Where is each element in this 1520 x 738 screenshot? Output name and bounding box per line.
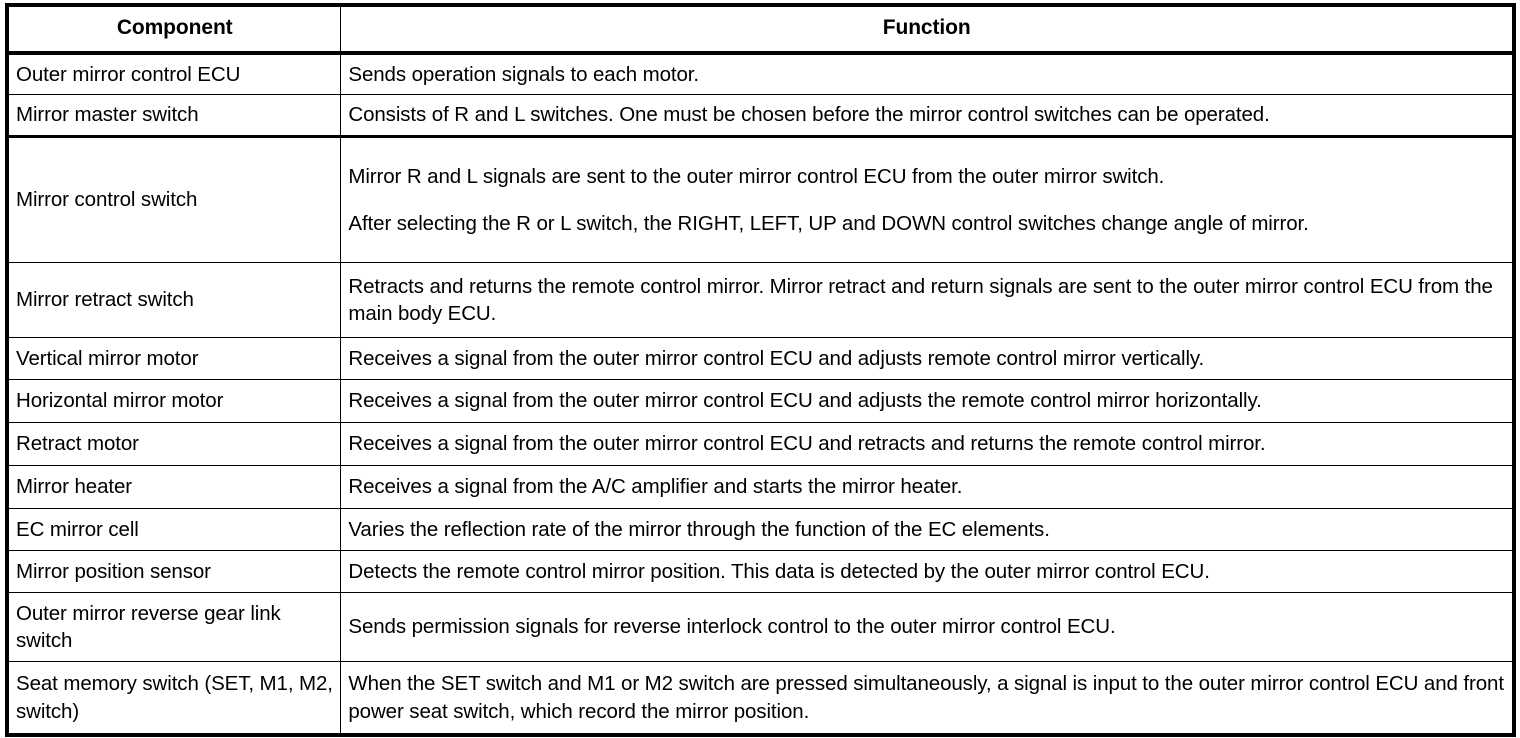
cell-function: Receives a signal from the outer mirror … — [340, 379, 1515, 423]
function-paragraph: Mirror R and L signals are sent to the o… — [348, 164, 1165, 188]
cell-function: Mirror R and L signals are sent to the o… — [340, 136, 1515, 263]
cell-function: Detects the remote control mirror positi… — [340, 550, 1515, 593]
column-header-component: Component — [6, 4, 342, 55]
function-paragraph: After selecting the R or L switch, the R… — [348, 212, 1309, 235]
function-paragraph: Sends permission signals for reverse int… — [348, 615, 1116, 639]
function-paragraph: Receives a signal from the A/C amplifier… — [348, 475, 963, 499]
table-row: Retract motor Receives a signal from the… — [6, 422, 1515, 466]
table-row: Seat memory switch (SET, M1, M2, switch)… — [6, 661, 1515, 736]
table-row: Mirror position sensor Detects the remot… — [6, 550, 1515, 593]
cell-component: Mirror control switch — [6, 136, 342, 263]
cell-component: Mirror retract switch — [6, 262, 342, 338]
table-row: Mirror heater Receives a signal from the… — [6, 465, 1515, 509]
table-header-row: Component Function — [6, 4, 1515, 55]
cell-component: Retract motor — [6, 422, 342, 466]
cell-function: Retracts and returns the remote control … — [340, 262, 1515, 338]
function-paragraph: Consists of R and L switches. One must b… — [348, 103, 1270, 127]
table-row: Horizontal mirror motor Receives a signa… — [6, 379, 1515, 423]
function-paragraph: Detects the remote control mirror positi… — [348, 559, 1210, 583]
table-body: Outer mirror control ECU Sends operation… — [6, 52, 1515, 736]
table-row: Mirror master switch Consists of R and L… — [6, 94, 1515, 138]
cell-component: Horizontal mirror motor — [6, 379, 342, 423]
cell-function: Varies the reflection rate of the mirror… — [340, 508, 1515, 551]
table-row: EC mirror cell Varies the reflection rat… — [6, 508, 1515, 551]
column-header-function: Function — [340, 4, 1515, 55]
function-paragraph: Receives a signal from the outer mirror … — [348, 432, 1266, 456]
component-function-table: Component Function Outer mirror control … — [5, 3, 1516, 737]
cell-function: Receives a signal from the outer mirror … — [340, 422, 1515, 466]
function-paragraph: Receives a signal from the outer mirror … — [348, 389, 1262, 413]
cell-function: When the SET switch and M1 or M2 switch … — [340, 661, 1515, 736]
cell-component: Outer mirror reverse gear link switch — [6, 592, 342, 662]
cell-function: Consists of R and L switches. One must b… — [340, 94, 1515, 138]
function-paragraph: Varies the reflection rate of the mirror… — [348, 517, 1050, 541]
table-row: Mirror control switch Mirror R and L sig… — [6, 136, 1515, 263]
cell-function: Receives a signal from the outer mirror … — [340, 337, 1515, 380]
cell-component: Mirror master switch — [6, 94, 342, 138]
table-row: Outer mirror reverse gear link switch Se… — [6, 592, 1515, 662]
function-paragraph: When the SET switch and M1 or M2 switch … — [348, 672, 1504, 723]
cell-function: Receives a signal from the A/C amplifier… — [340, 465, 1515, 509]
table-row: Mirror retract switch Retracts and retur… — [6, 262, 1515, 338]
cell-component: EC mirror cell — [6, 508, 342, 551]
table-header: Component Function — [6, 4, 1515, 55]
cell-component: Vertical mirror motor — [6, 337, 342, 380]
function-paragraph: Receives a signal from the outer mirror … — [348, 346, 1205, 370]
table-row: Outer mirror control ECU Sends operation… — [6, 52, 1515, 95]
cell-function: Sends permission signals for reverse int… — [340, 592, 1515, 662]
cell-component: Seat memory switch (SET, M1, M2, switch) — [6, 661, 342, 736]
function-paragraph: Sends operation signals to each motor. — [348, 62, 699, 86]
cell-component: Mirror position sensor — [6, 550, 342, 593]
cell-function: Sends operation signals to each motor. — [340, 52, 1515, 95]
cell-component: Mirror heater — [6, 465, 342, 509]
function-paragraph: Retracts and returns the remote control … — [348, 274, 1493, 325]
cell-component: Outer mirror control ECU — [6, 52, 342, 95]
table-row: Vertical mirror motor Receives a signal … — [6, 337, 1515, 380]
